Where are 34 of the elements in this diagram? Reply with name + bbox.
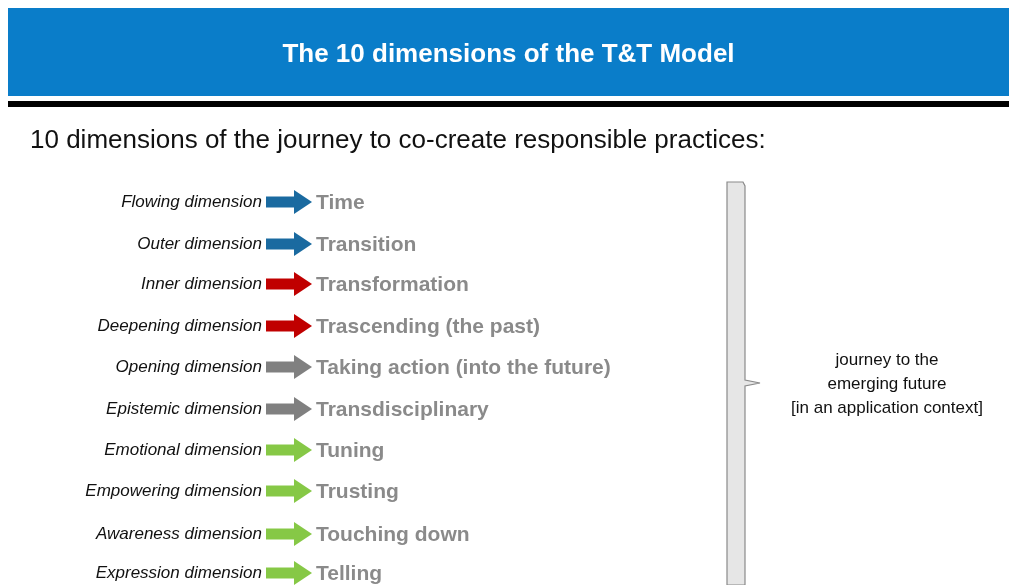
block-arrow [266,190,312,214]
title: The 10 dimensions of the T&T Model [281,38,736,69]
block-arrow [266,314,312,338]
dimension-name: Time [316,190,365,214]
dimension-name: Telling [316,561,383,585]
bracket-label: journey to the emerging future [826,349,948,395]
dimension-label: Empowering dimension [85,481,262,501]
dimension-label: Deepening dimension [97,316,262,336]
block-arrow [266,232,312,256]
block-arrow [266,397,312,421]
dimension-name: Touching down [316,522,470,546]
block-arrow [266,272,312,296]
dimension-name: Trusting [316,479,399,503]
dimension-name: Transformation [316,272,469,296]
bracket-label: [in an application context] [790,397,984,419]
block-arrow [266,438,312,462]
block-arrow [266,355,312,379]
dimension-name: Trascending (the past) [316,314,541,338]
block-arrow [266,561,312,585]
dimension-label: Inner dimension [141,274,262,294]
dimension-name: Transition [316,232,417,256]
dimension-label: Outer dimension [137,234,262,254]
block-arrow [266,522,312,546]
block-arrow [266,479,312,503]
dimension-name: Transdisciplinary [316,397,489,421]
dimension-name: Taking action (into the future) [316,355,611,379]
dimension-label: Epistemic dimension [106,399,262,419]
dimension-label: Opening dimension [115,357,262,377]
dimension-label: Awareness dimension [96,524,262,544]
dimension-label: Emotional dimension [104,440,262,460]
subtitle: 10 dimensions of the journey to co-create responsible practices: [30,124,766,155]
dimension-label: Flowing dimension [121,192,262,212]
dimension-name: Tuning [316,438,385,462]
dimension-label: Expression dimension [95,563,262,583]
